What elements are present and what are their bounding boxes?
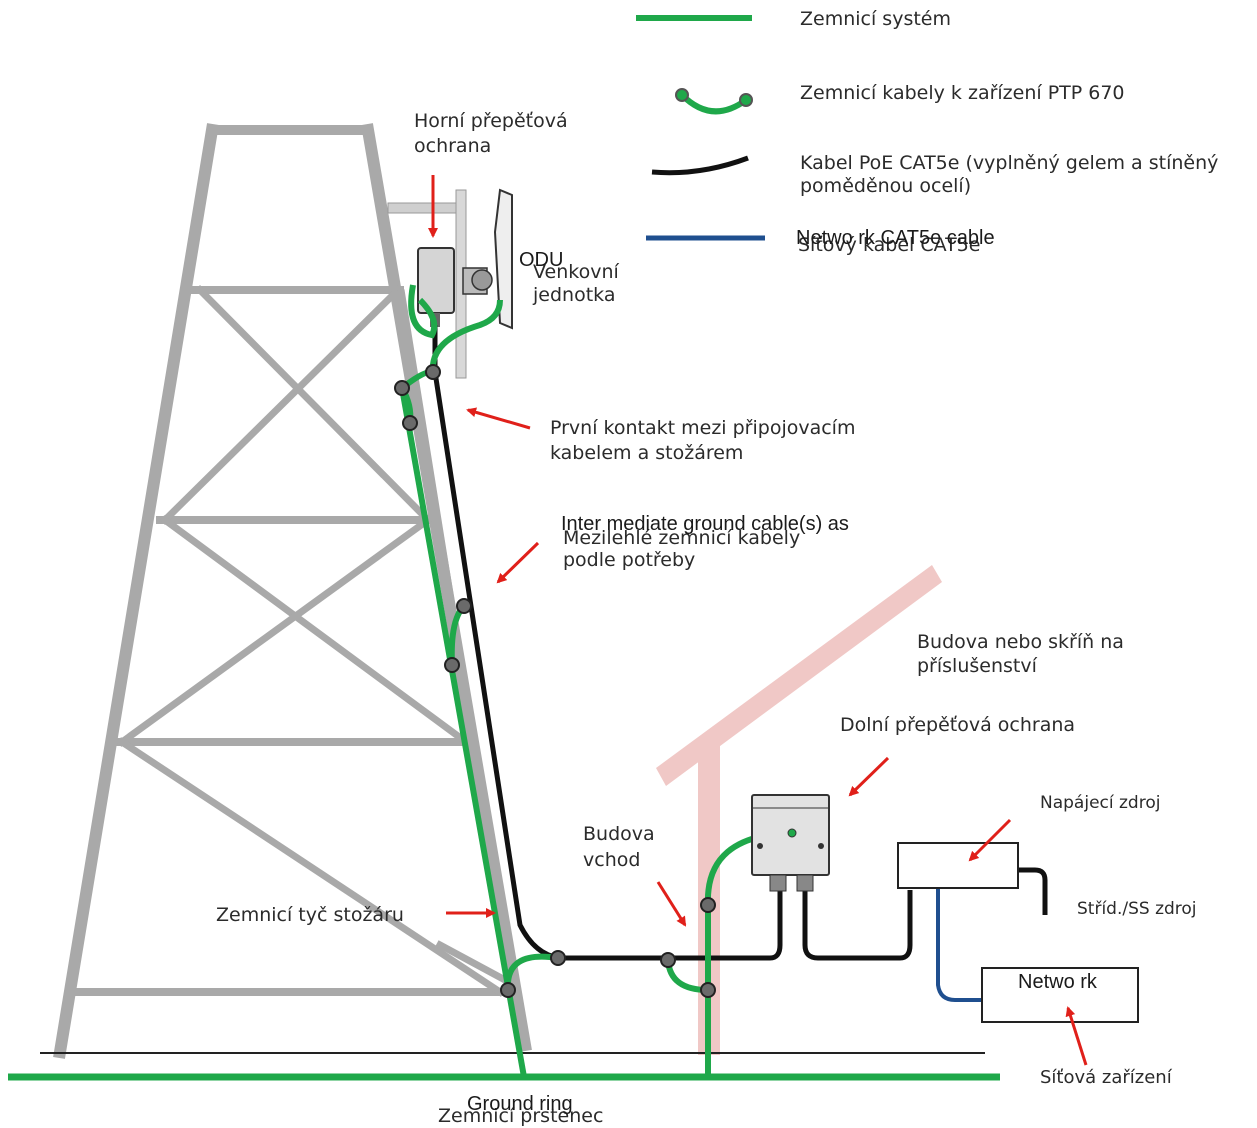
odu-label-cz-1: Venkovní	[533, 261, 619, 283]
building-entry-label-1: Budova	[583, 823, 655, 845]
network-devices-label: Síťová zařízení	[1040, 1067, 1173, 1088]
first-contact-label-2: kabelem a stožárem	[550, 442, 743, 464]
building-label-2: příslušenství	[917, 655, 1038, 677]
legend-network-label-cz: Síťový kabel CAT5e	[798, 234, 981, 256]
first-contact-label-1: První kontakt mezi připojovacím	[550, 417, 855, 439]
top-surge-label-2: ochrana	[414, 135, 491, 157]
power-supply-label: Napájecí zdroj	[1040, 793, 1160, 813]
ground-clamps	[394, 364, 716, 998]
odu-label-cz-2: jednotka	[532, 284, 615, 306]
network-device-box	[981, 967, 1139, 1023]
tower-ground-rod-label: Zemnicí tyč stožáru	[216, 904, 404, 926]
intermediate-label-cz-2: podle potřeby	[563, 549, 695, 571]
building-label-1: Budova nebo skříň na	[917, 631, 1124, 653]
legend-ground-cables-label: Zemnicí kabely k zařízení PTP 670	[800, 82, 1125, 104]
bottom-surge-protector	[751, 794, 830, 892]
top-surge-label-1: Horní přepěťová	[414, 110, 568, 132]
legend-poe-swatch	[651, 155, 749, 176]
ground-ring-label-cz: Zemnicí prstenec	[438, 1105, 603, 1127]
legend: Zemnicí systém Zemnicí kabely k zařízení…	[636, 8, 1218, 256]
intermediate-label-cz-1: Mezilehlé zemnicí kabely	[563, 527, 800, 549]
power-supply-box	[897, 842, 1019, 889]
poe-cable-to-psu	[802, 878, 913, 961]
tower	[53, 123, 532, 1059]
legend-poe-label-2: poměděnou ocelí)	[800, 175, 971, 197]
legend-poe-label-1: Kabel PoE CAT5e (vyplněný gelem a stíněn…	[800, 152, 1218, 174]
legend-ground-label: Zemnicí systém	[800, 8, 951, 30]
legend-network-label-en: Netwo rk CAT5e cable	[796, 227, 995, 249]
legend-ground-cable-swatch	[675, 88, 753, 115]
ac-dc-label: Stříd./SS zdroj	[1077, 899, 1197, 919]
ac-dc-cable	[1018, 867, 1048, 915]
callout-arrows	[428, 175, 1088, 1066]
intermediate-label-en: Inter mediate ground cable(s) as	[561, 513, 849, 535]
bottom-surge-label: Dolní přepěťová ochrana	[840, 714, 1075, 736]
network-box-label: Netwo rk	[1018, 971, 1098, 993]
odu-label-en: ODU	[519, 249, 563, 271]
building-entry-label-2: vchod	[583, 849, 640, 871]
ground-ring-label-en: Ground ring	[467, 1093, 573, 1115]
mast-pole	[395, 289, 527, 1049]
network-cable	[936, 888, 982, 1002]
